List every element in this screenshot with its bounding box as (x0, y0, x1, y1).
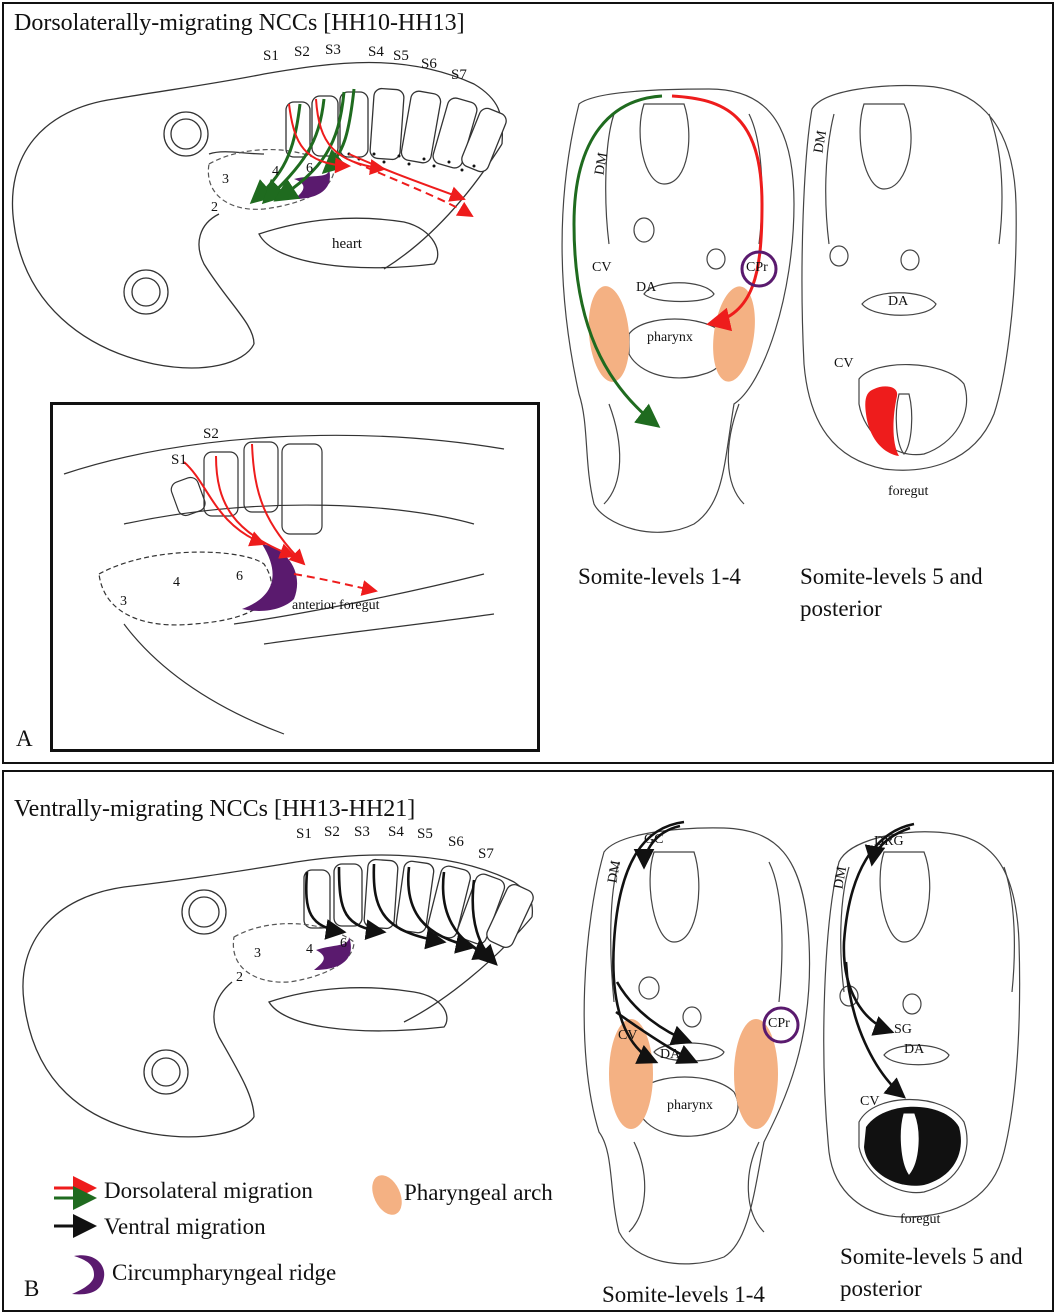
b2-foregut-label: foregut (900, 1212, 940, 1228)
a2-caption-line1: Somite-levels 5 and (800, 564, 983, 590)
a1-pharynx-label: pharynx (647, 330, 693, 346)
pharyngeal-arch-b1-right (734, 1019, 778, 1129)
red-arrow-a1 (672, 96, 762, 324)
panel-a-letter: A (16, 726, 33, 752)
arch-label-b-3: 3 (254, 946, 261, 962)
somite-label-b-s2: S2 (324, 824, 340, 841)
legend-ridge-icon (72, 1255, 104, 1294)
legend-graphics (54, 1188, 94, 1226)
a2-cv-label: CV (834, 356, 853, 372)
a1-caption: Somite-levels 1-4 (578, 564, 741, 590)
somite-label-a-s1: S1 (263, 48, 279, 65)
somite-label-a-s6: S6 (421, 56, 437, 73)
inset-arch-6: 6 (236, 569, 243, 585)
inset-frame (50, 402, 540, 752)
arch-label-a-4: 4 (272, 164, 279, 180)
somite-label-b-s6: S6 (448, 834, 464, 851)
b2-drg-label: DRG (874, 834, 904, 850)
b1-cpr-label: CPr (768, 1016, 790, 1032)
arch-label-b-6: 6 (340, 936, 347, 952)
b2-cv-label: CV (860, 1094, 879, 1110)
legend-arch-label: Pharyngeal arch (404, 1180, 553, 1206)
somite-label-b-s5: S5 (417, 826, 433, 843)
a2-caption-line2: posterior (800, 596, 882, 622)
legend-dorsolateral-label: Dorsolateral migration (104, 1178, 313, 1204)
somite-label-a-s3: S3 (325, 42, 341, 59)
arch-label-b-4: 4 (306, 942, 313, 958)
arch-label-b-2: 2 (236, 970, 243, 986)
cross-section-a2 (802, 86, 1016, 471)
panel-b: Ventrally-migrating NCCs [HH13-HH21] (2, 770, 1054, 1312)
a2-da-label: DA (888, 294, 908, 310)
red-foregut-a2 (865, 386, 899, 456)
b1-da-label: DA (660, 1047, 680, 1063)
inset-somite-s2: S2 (203, 426, 219, 443)
b1-pharynx-label: pharynx (667, 1098, 713, 1114)
a1-cpr-label: CPr (746, 260, 768, 276)
b2-caption-line2: posterior (840, 1276, 922, 1302)
legend-arch-icon (366, 1170, 407, 1219)
arch-label-a-3: 3 (222, 172, 229, 188)
legend-ridge-label: Circumpharyngeal ridge (112, 1260, 336, 1286)
somite-label-a-s5: S5 (393, 48, 409, 65)
a1-cv-label: CV (592, 260, 611, 276)
legend-ventral-label: Ventral migration (104, 1214, 266, 1240)
b1-caption: Somite-levels 1-4 (602, 1282, 765, 1308)
inset-anterior-foregut: anterior foregut (292, 598, 379, 614)
somite-label-a-s4: S4 (368, 44, 384, 61)
arch-label-a-6: 6 (306, 161, 313, 177)
somite-label-a-s2: S2 (294, 44, 310, 61)
somite-label-a-s7: S7 (451, 67, 467, 84)
arch-label-a-2: 2 (211, 200, 218, 216)
b1-cv-label: CV (618, 1028, 637, 1044)
panel-b-letter: B (24, 1276, 39, 1302)
somite-label-b-s7: S7 (478, 846, 494, 863)
somite-label-b-s3: S3 (354, 824, 370, 841)
a2-foregut-label: foregut (888, 484, 928, 500)
panel-a: Dorsolaterally-migrating NCCs [HH10-HH13… (2, 2, 1054, 764)
somite-label-b-s1: S1 (296, 826, 312, 843)
inset-arch-4: 4 (173, 575, 180, 591)
inset-arch-3: 3 (120, 594, 127, 610)
somite-label-b-s4: S4 (388, 824, 404, 841)
b2-sg-label: SG (894, 1022, 912, 1038)
inset-somite-s1: S1 (171, 452, 187, 469)
b1-gc-label: GC (644, 832, 663, 848)
b2-da-label: DA (904, 1042, 924, 1058)
heart-label: heart (332, 236, 362, 253)
a1-da-label: DA (636, 280, 656, 296)
b2-caption-line1: Somite-levels 5 and (840, 1244, 1023, 1270)
